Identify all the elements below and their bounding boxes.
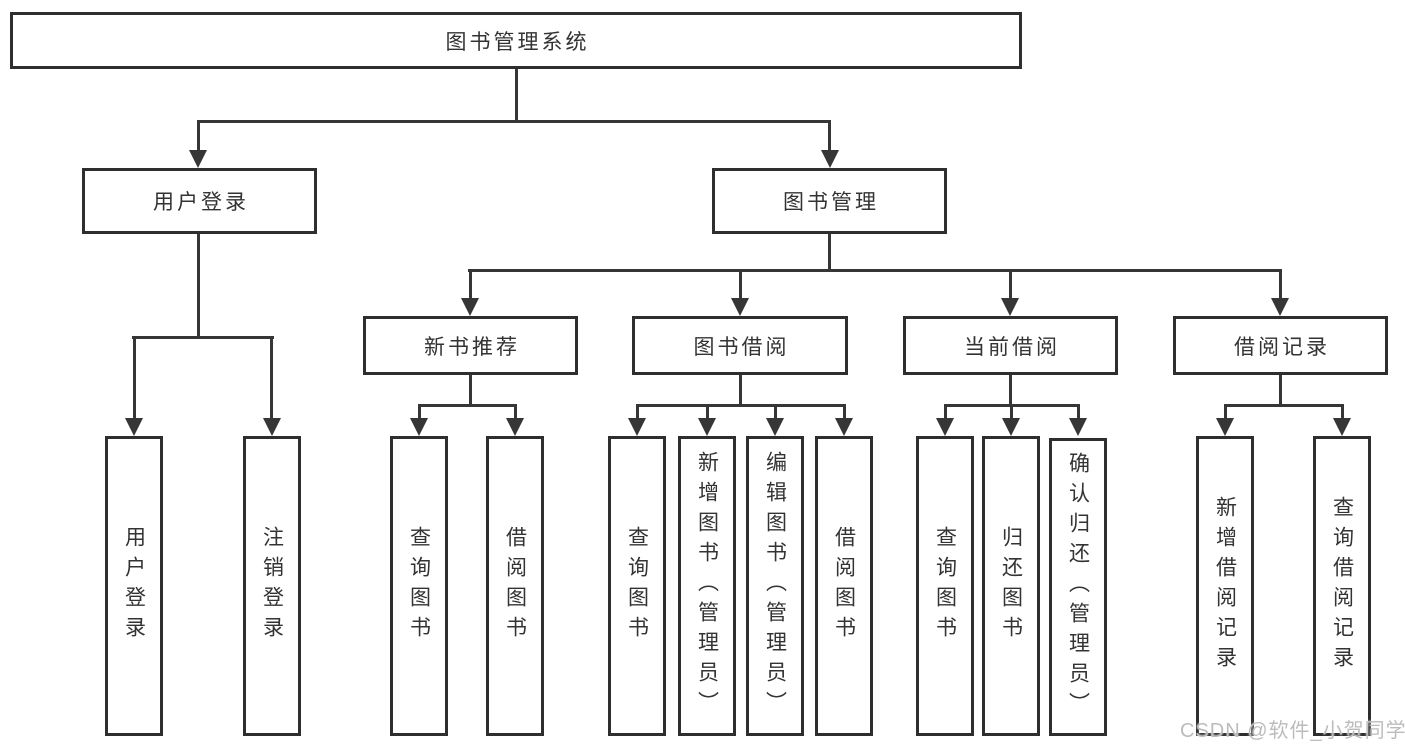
connector-book-borrow-bus <box>636 404 846 407</box>
node-leaf-borrow-edit-label: 编辑图书（管理员） <box>763 451 787 721</box>
node-leaf-records-query-label: 查询借阅记录 <box>1330 496 1354 676</box>
node-leaf-borrow-edit: 编辑图书（管理员） <box>746 436 804 736</box>
watermark-text: CSDN @软件_小贺同学 <box>1180 720 1405 742</box>
arrow-down-icon <box>263 418 281 436</box>
node-leaf-current-return-label: 归还图书 <box>999 526 1023 646</box>
node-leaf-current-query-label: 查询图书 <box>933 526 957 646</box>
arrow-down-icon <box>936 418 954 436</box>
node-leaf-borrow-query-label: 查询图书 <box>625 526 649 646</box>
node-root-label: 图书管理系统 <box>445 30 590 54</box>
connector-current-stem <box>1009 375 1012 404</box>
node-leaf-current-query: 查询图书 <box>916 436 974 736</box>
arrow-down-icon <box>1001 298 1019 316</box>
arrow-down-icon <box>410 418 428 436</box>
node-leaf-borrow-add-label: 新增图书（管理员） <box>695 451 719 721</box>
connector-drop-new-book <box>469 269 472 298</box>
connector-drop-book-mgmt <box>828 120 831 151</box>
connector-user-login-bus <box>132 336 274 339</box>
node-leaf-newbook-borrow-label: 借阅图书 <box>503 526 527 646</box>
node-leaf-borrow-query: 查询图书 <box>608 436 666 736</box>
node-leaf-borrow-borrow: 借阅图书 <box>815 436 873 736</box>
arrow-down-icon <box>125 418 143 436</box>
node-current-borrowing-label: 当前借阅 <box>964 335 1060 359</box>
node-leaf-records-query: 查询借阅记录 <box>1313 436 1371 736</box>
node-leaf-records-add: 新增借阅记录 <box>1196 436 1254 736</box>
connector-drop-bb-borrow <box>843 404 846 419</box>
arrow-down-icon <box>821 150 839 168</box>
connector-drop-user-login <box>197 120 200 151</box>
connector-records-bus <box>1224 404 1344 407</box>
node-leaf-logout: 注销登录 <box>243 436 301 736</box>
connector-user-login-stem <box>197 234 200 336</box>
connector-drop-bb-edit <box>774 404 777 419</box>
connector-root-stem <box>515 69 518 120</box>
node-borrowing-records-label: 借阅记录 <box>1234 335 1330 359</box>
node-user-login: 用户登录 <box>82 168 317 234</box>
node-leaf-user-login-label: 用户登录 <box>122 526 146 646</box>
connector-drop-bb-query <box>636 404 639 419</box>
node-book-borrowing: 图书借阅 <box>632 316 848 375</box>
node-leaf-borrow-add: 新增图书（管理员） <box>678 436 736 736</box>
connector-drop-leaf-user-login <box>133 336 136 418</box>
arrow-down-icon <box>461 298 479 316</box>
node-leaf-newbook-borrow: 借阅图书 <box>486 436 544 736</box>
connector-records-stem <box>1279 375 1282 404</box>
arrow-down-icon <box>698 418 716 436</box>
node-leaf-newbook-query-label: 查询图书 <box>407 526 431 646</box>
node-book-borrowing-label: 图书借阅 <box>693 335 790 359</box>
arrow-down-icon <box>835 418 853 436</box>
connector-root-bus <box>197 120 831 123</box>
connector-drop-br-add <box>1224 404 1227 419</box>
node-book-management-label: 图书管理 <box>783 191 879 214</box>
arrow-down-icon <box>731 298 749 316</box>
node-leaf-user-login: 用户登录 <box>105 436 163 736</box>
arrow-down-icon <box>766 418 784 436</box>
node-leaf-records-add-label: 新增借阅记录 <box>1213 496 1237 676</box>
arrow-down-icon <box>1002 418 1020 436</box>
connector-new-book-stem <box>469 375 472 404</box>
node-new-book-recommend: 新书推荐 <box>363 316 578 375</box>
arrow-down-icon <box>1069 418 1087 436</box>
arrow-down-icon <box>628 418 646 436</box>
connector-drop-br-query <box>1341 404 1344 419</box>
connector-drop-book-borrow <box>739 269 742 298</box>
arrow-down-icon <box>1333 418 1351 436</box>
connector-drop-bb-add <box>706 404 709 419</box>
node-leaf-logout-label: 注销登录 <box>260 526 284 646</box>
connector-new-book-bus <box>418 404 517 407</box>
connector-drop-borrow-records <box>1279 269 1282 298</box>
connector-drop-cb-confirm <box>1077 404 1080 419</box>
arrow-down-icon <box>506 418 524 436</box>
node-borrowing-records: 借阅记录 <box>1173 316 1388 375</box>
connector-drop-nb-query <box>418 404 421 419</box>
node-new-book-recommend-label: 新书推荐 <box>424 335 520 359</box>
node-leaf-current-confirm-label: 确认归还（管理员） <box>1066 452 1090 722</box>
node-leaf-current-return: 归还图书 <box>982 436 1040 736</box>
node-leaf-current-confirm: 确认归还（管理员） <box>1049 438 1107 736</box>
node-user-login-label: 用户登录 <box>153 191 249 214</box>
node-current-borrowing: 当前借阅 <box>903 316 1118 375</box>
arrow-down-icon <box>189 150 207 168</box>
connector-book-mgmt-bus <box>468 269 1282 272</box>
arrow-down-icon <box>1271 298 1289 316</box>
node-leaf-borrow-borrow-label: 借阅图书 <box>832 526 856 646</box>
arrow-down-icon <box>1216 418 1234 436</box>
node-root: 图书管理系统 <box>10 12 1022 69</box>
connector-drop-cb-query <box>944 404 947 419</box>
connector-drop-nb-borrow <box>514 404 517 419</box>
node-leaf-newbook-query: 查询图书 <box>390 436 448 736</box>
connector-drop-cb-return <box>1010 404 1013 419</box>
connector-drop-current-borrow <box>1009 269 1012 298</box>
node-book-management: 图书管理 <box>712 168 947 234</box>
connector-drop-leaf-logout <box>270 336 273 418</box>
connector-book-mgmt-stem <box>828 234 831 269</box>
connector-book-borrow-stem <box>739 375 742 404</box>
